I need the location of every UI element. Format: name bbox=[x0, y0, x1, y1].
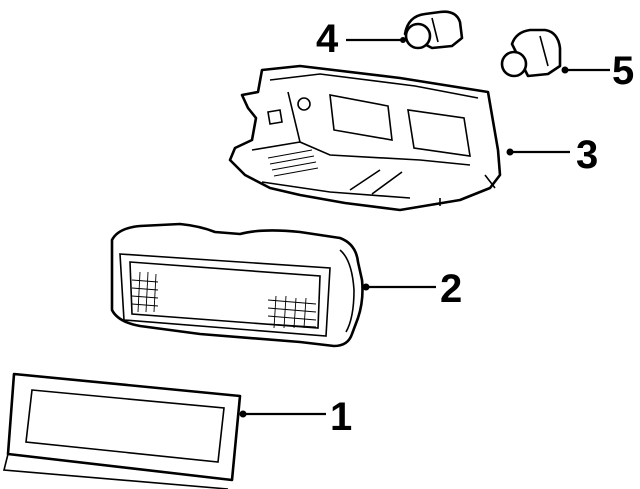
callout-3: 3 bbox=[576, 133, 598, 177]
leader-4 bbox=[346, 37, 406, 43]
trim-bezel-part[interactable] bbox=[2, 372, 242, 489]
callout-1: 1 bbox=[330, 395, 352, 439]
leader-3 bbox=[506, 148, 570, 156]
leader-5 bbox=[561, 66, 610, 74]
leader-1 bbox=[239, 410, 326, 418]
callout-4: 4 bbox=[316, 17, 339, 61]
lens-housing-part[interactable] bbox=[110, 222, 364, 348]
leader-2 bbox=[362, 283, 436, 291]
bulb-left-part[interactable] bbox=[403, 10, 464, 50]
callout-2: 2 bbox=[440, 267, 462, 311]
bulb-right-part[interactable] bbox=[500, 28, 562, 78]
socket-bracket-part[interactable] bbox=[228, 64, 502, 212]
callout-5: 5 bbox=[612, 49, 634, 93]
